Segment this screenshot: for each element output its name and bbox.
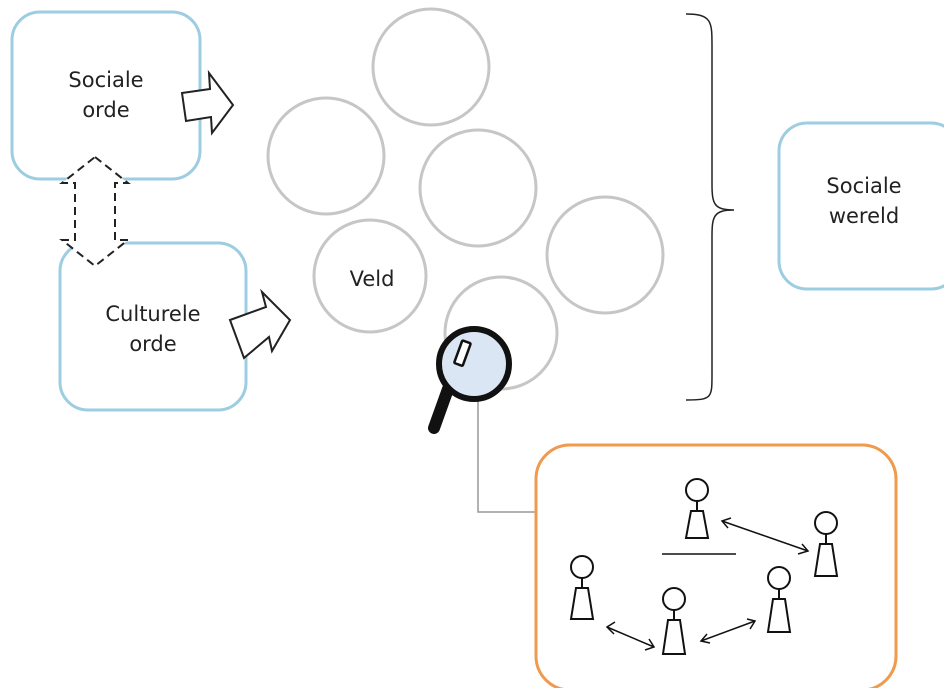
- person-figure: [569, 555, 595, 620]
- culturele-orde-box: Culturele orde: [58, 241, 248, 412]
- sociale-wereld-label-line1: Sociale: [826, 174, 901, 198]
- person-figure: [661, 587, 687, 655]
- sociale-orde-label-line1: Sociale: [68, 68, 143, 92]
- culturele-orde-label-line2: orde: [129, 332, 176, 356]
- field-circle: [545, 195, 665, 315]
- field-circles: [266, 7, 665, 391]
- veld-label: Veld: [350, 267, 395, 291]
- curly-brace: [685, 13, 735, 401]
- person-figure: [684, 478, 710, 539]
- double-arrow: [699, 618, 757, 644]
- field-circle: [266, 96, 386, 216]
- double-arrow: [720, 517, 810, 555]
- arrow-sociale-orde-to-fields: [180, 69, 235, 136]
- interaction-arrows: [605, 517, 810, 651]
- field-circle-veld: [312, 218, 428, 334]
- zoom-connector-line: [477, 398, 538, 513]
- field-circle: [418, 128, 538, 248]
- sociale-wereld-label-line2: wereld: [829, 204, 899, 228]
- arrow-culturele-orde-to-fields: [228, 288, 292, 360]
- zoom-box: [534, 443, 898, 688]
- double-arrow: [605, 621, 656, 651]
- sociale-orde-box: Sociale orde: [10, 10, 202, 181]
- field-circle: [371, 7, 491, 127]
- person-figure: [813, 511, 839, 577]
- culturele-orde-label-line1: Culturele: [105, 302, 200, 326]
- people-group: [569, 478, 839, 655]
- person-figure: [766, 566, 792, 633]
- magnifying-glass-icon: [428, 326, 512, 434]
- dashed-double-arrow: [59, 155, 131, 268]
- sociale-wereld-box: Sociale wereld: [777, 121, 944, 291]
- sociale-orde-label-line2: orde: [82, 98, 129, 122]
